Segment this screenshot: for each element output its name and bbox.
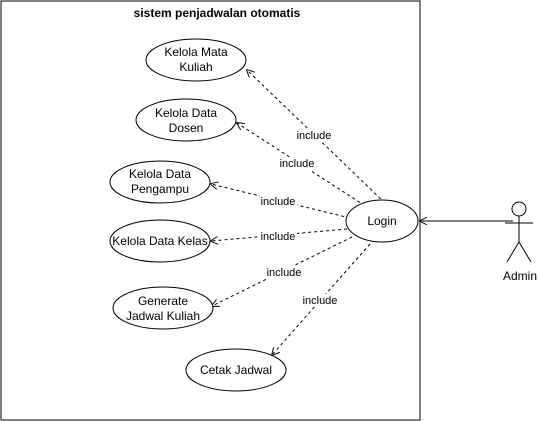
use-case-label-line2: Dosen xyxy=(169,121,204,135)
use-case-label-line1: Kelola Mata xyxy=(164,45,228,59)
system-title: sistem penjadwalan otomatis xyxy=(134,6,301,20)
include-label-generate: include xyxy=(267,267,302,279)
actor-head-icon xyxy=(511,201,527,217)
include-arrow-mata-kuliah xyxy=(247,70,386,204)
use-case-label-line2: Pengampu xyxy=(131,182,189,196)
include-label-pengampu: include xyxy=(261,196,296,208)
actor-admin: Admin xyxy=(503,201,537,283)
use-case-label-line1: Kelola Data xyxy=(155,106,217,120)
include-labels: include include include include include … xyxy=(260,129,339,307)
use-case-label-line1: Kelola Data xyxy=(129,167,191,181)
include-label-mata-kuliah: include xyxy=(297,130,332,142)
use-case-generate-jadwal: Generate Jadwal Kuliah xyxy=(112,286,214,330)
use-case-kelola-data-kelas: Kelola Data Kelas xyxy=(109,219,211,263)
use-case-label-line2: Jadwal Kuliah xyxy=(126,309,200,323)
use-case-cetak-jadwal: Cetak Jadwal xyxy=(185,348,287,392)
include-label-dosen: include xyxy=(280,158,315,170)
actor-label: Admin xyxy=(503,269,537,283)
use-case-label: Login xyxy=(367,214,396,228)
use-case-login: Login xyxy=(345,199,419,243)
use-case-kelola-mata-kuliah: Kelola Mata Kuliah xyxy=(145,38,247,82)
include-label-cetak: include xyxy=(303,295,338,307)
use-case-kelola-data-dosen: Kelola Data Dosen xyxy=(135,98,237,142)
use-case-label: Kelola Data Kelas xyxy=(112,234,207,248)
use-case-label: Cetak Jadwal xyxy=(200,363,272,377)
use-case-label-line1: Generate xyxy=(138,294,188,308)
include-label-kelas: include xyxy=(261,231,296,243)
use-case-kelola-data-pengampu: Kelola Data Pengampu xyxy=(109,160,211,204)
use-case-label-line2: Kuliah xyxy=(179,60,212,74)
